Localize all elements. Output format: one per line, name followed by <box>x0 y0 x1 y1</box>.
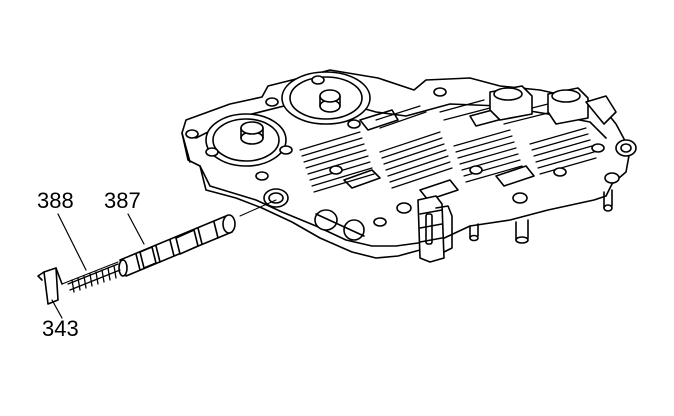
callout-343: 343 <box>42 316 79 341</box>
valve-assembly <box>37 199 277 305</box>
valve-body <box>181 69 637 263</box>
callout-388: 388 <box>37 188 74 213</box>
leader-lines <box>51 213 145 319</box>
callout-387: 387 <box>104 188 141 213</box>
